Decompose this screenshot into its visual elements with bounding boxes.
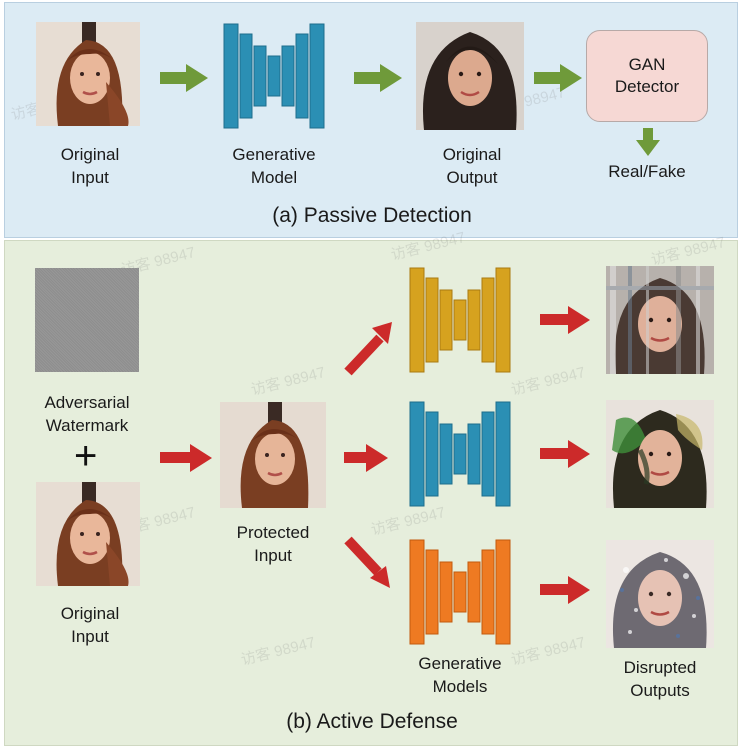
red-arrow-icon	[344, 444, 388, 472]
generative-models-label: Generative Models	[418, 654, 502, 696]
original-input-photo	[36, 22, 140, 126]
active-defense-caption: (b) Active Defense	[286, 710, 458, 733]
generative-model-orange-icon	[409, 539, 511, 645]
disrupted-output-photo	[606, 400, 714, 508]
disrupted-output-photo	[606, 266, 714, 374]
adversarial-watermark-image	[35, 268, 139, 372]
red-arrow-icon	[540, 306, 590, 334]
green-arrow-icon	[354, 64, 402, 92]
generative-model-icon	[223, 23, 325, 129]
original-input-label: Original Input	[60, 604, 120, 646]
real-fake-label: Real/Fake	[608, 162, 686, 181]
green-arrow-icon	[534, 64, 582, 92]
plus-icon: +	[74, 434, 98, 478]
generative-model-label: Generative Model	[232, 145, 316, 187]
original-input-label: Original Input	[60, 145, 120, 187]
red-arrow-icon	[540, 440, 590, 468]
green-arrow-icon	[160, 64, 208, 92]
generative-model-yellow-icon	[409, 267, 511, 373]
original-output-label: Original Output	[442, 145, 502, 187]
protected-input-label: Protected Input	[236, 523, 310, 565]
adversarial-watermark-label: Adversarial Watermark	[44, 393, 130, 435]
green-down-arrow-icon	[636, 128, 660, 156]
red-arrow-icon	[540, 576, 590, 604]
red-arrow-icon	[160, 444, 212, 472]
original-input-photo	[36, 482, 140, 586]
disrupted-outputs-label: Disrupted Outputs	[623, 658, 697, 700]
generative-model-blue-icon	[409, 401, 511, 507]
red-arrow-icon	[344, 536, 390, 588]
red-arrow-icon	[344, 322, 392, 376]
original-output-photo	[416, 22, 524, 130]
passive-detection-caption: (a) Passive Detection	[272, 204, 472, 227]
disrupted-output-photo	[606, 540, 714, 648]
gan-detector-box: GAN Detector	[586, 30, 708, 122]
protected-input-photo	[220, 402, 326, 508]
